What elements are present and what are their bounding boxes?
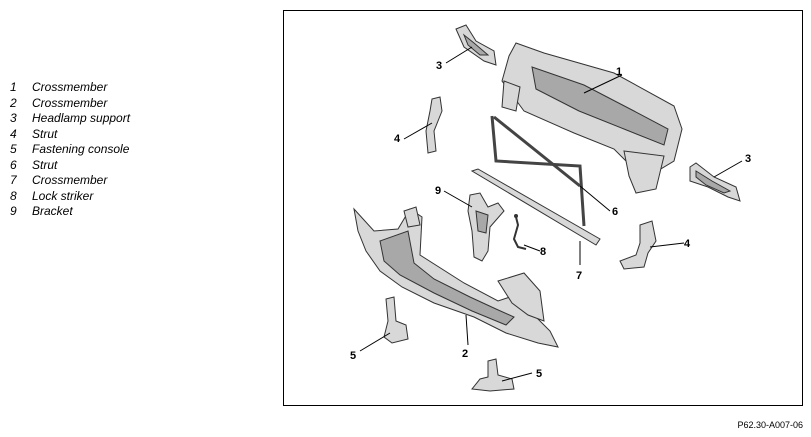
leader-line [649,242,685,248]
legend-item: 8 Lock striker [10,189,130,205]
leader-line [445,46,473,64]
strut-right-part [619,220,657,270]
callout-number: 3 [745,153,751,165]
callout-number: 9 [435,185,441,197]
callout-number: 5 [350,350,356,362]
callout-number: 4 [684,238,691,250]
legend-label: Strut [32,157,58,172]
legend-label: Lock striker [32,188,94,203]
fastening-console-bottom-part [471,358,515,392]
lock-striker-part [512,214,527,250]
legend-item: 9 Bracket [10,204,130,220]
callout-number: 2 [462,348,468,360]
upper-crossmember-part [501,42,683,194]
strut-left-part [425,96,443,154]
legend-label: Strut [32,126,58,141]
legend-number: 3 [10,111,17,125]
figure-reference-code: P62.30-A007-06 [737,420,803,430]
diagonal-strut-part [490,115,586,227]
legend-label: Bracket [32,204,73,218]
callout-number: 7 [576,270,582,282]
legend-label: Fastening console [32,142,130,156]
legend-number: 5 [10,142,17,156]
legend-item: 3 Headlamp support [10,111,130,127]
legend-label: Headlamp support [32,111,131,125]
leader-line [403,122,433,140]
legend-label: Crossmember [32,80,108,94]
legend-item: 7 Crossmember [10,173,130,189]
legend-number: 7 [10,173,17,187]
exploded-view-drawing: 1 3 3 4 9 6 8 7 4 5 2 5 [350,24,751,392]
callout-number: 1 [616,66,622,78]
legend-number: 4 [10,126,17,141]
legend-label: Crossmember [32,95,108,110]
callout-number: 8 [540,246,546,258]
legend-number: 2 [10,95,17,110]
callout-number: 4 [394,133,401,145]
bracket-part [467,192,505,262]
legend-number: 1 [10,80,17,94]
fastening-console-left-part [383,296,409,344]
front-crossmember-part [353,206,559,348]
legend-item: 4 Strut [10,127,130,143]
legend-number: 8 [10,188,17,203]
legend-number: 9 [10,204,17,218]
legend-label: Crossmember [32,173,108,187]
callout-number: 6 [612,206,618,218]
leader-line [579,185,611,212]
headlamp-support-right-part [689,162,741,202]
legend-item: 2 Crossmember [10,96,130,112]
callout-number: 3 [436,60,442,72]
leader-line [443,190,473,208]
leader-line [583,74,623,94]
headlamp-support-left-part [455,24,497,66]
exploded-view-frame: 1 3 3 4 9 6 8 7 4 5 2 5 [283,10,803,406]
callout-number: 5 [536,368,542,380]
leader-line [501,372,533,382]
leader-line [713,160,743,178]
leader-line [523,244,541,252]
leader-line [465,314,469,346]
leader-line [359,332,391,352]
lower-crossmember-bar-part [470,168,601,246]
legend-item: 1 Crossmember [10,80,130,96]
legend-item: 6 Strut [10,158,130,174]
legend-item: 5 Fastening console [10,142,130,158]
legend-number: 6 [10,157,17,172]
